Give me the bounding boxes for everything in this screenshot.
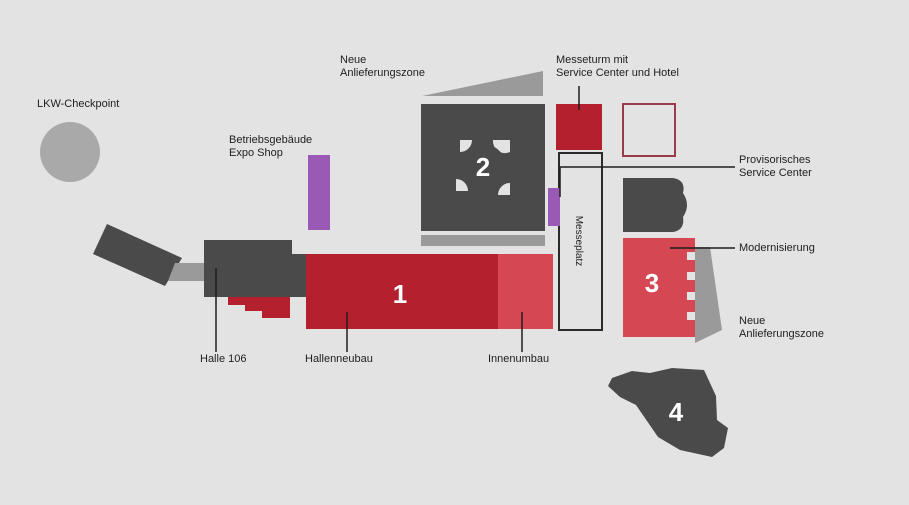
hall-2-center <box>460 144 506 190</box>
messeturm-building[interactable] <box>556 104 602 150</box>
provisorisches-service-center-label: Provisorisches Service Center <box>739 154 812 179</box>
neue-anlieferungszone-top-label: Neue Anlieferungszone <box>340 54 426 79</box>
west-angled-building[interactable] <box>93 224 182 286</box>
hall-3-building[interactable] <box>623 238 695 337</box>
messeplatz-area[interactable] <box>558 152 603 331</box>
lkw-checkpoint-label: LKW-Checkpoint <box>37 98 120 110</box>
hall-4-number: 4 <box>669 397 684 427</box>
betriebsgebaeude-label: Betriebsgebäude Expo Shop <box>229 134 313 159</box>
hall-2-south-strip <box>421 235 545 246</box>
halle-106-label: Halle 106 <box>200 353 247 365</box>
future-building-outline <box>622 103 676 157</box>
innenumbau-label: Innenumbau <box>488 353 550 365</box>
expo-shop-building[interactable] <box>308 155 330 230</box>
messeturm-label: Messeturm mit Service Center und Hotel <box>556 54 679 79</box>
hallenneubau-label: Hallenneubau <box>305 353 373 365</box>
halle-106-building[interactable] <box>204 240 306 297</box>
hall-2-corner-marks <box>456 140 510 195</box>
provisional-service-center[interactable] <box>548 188 560 226</box>
leader-line-provisorisches <box>559 166 735 197</box>
delivery-zone-top[interactable] <box>422 71 543 96</box>
hall-1-building[interactable] <box>306 254 498 329</box>
hall-5-building[interactable] <box>623 178 687 232</box>
hall-2-number: 2 <box>476 152 490 182</box>
hall-3-number: 3 <box>645 268 659 298</box>
neue-anlieferungszone-right-label: Neue Anlieferungszone <box>739 315 825 340</box>
lkw-checkpoint-marker[interactable] <box>40 122 100 182</box>
connector-link <box>168 263 204 281</box>
hall-1-number: 1 <box>393 279 407 309</box>
hall-4-building[interactable] <box>608 368 728 457</box>
modernisierung-label: Modernisierung <box>739 242 815 254</box>
hall-1-renovation[interactable] <box>498 254 553 329</box>
halle-106-extension[interactable] <box>228 295 290 318</box>
delivery-zone-right[interactable] <box>695 247 722 343</box>
messeplatz-label: Messeplatz <box>573 216 584 267</box>
